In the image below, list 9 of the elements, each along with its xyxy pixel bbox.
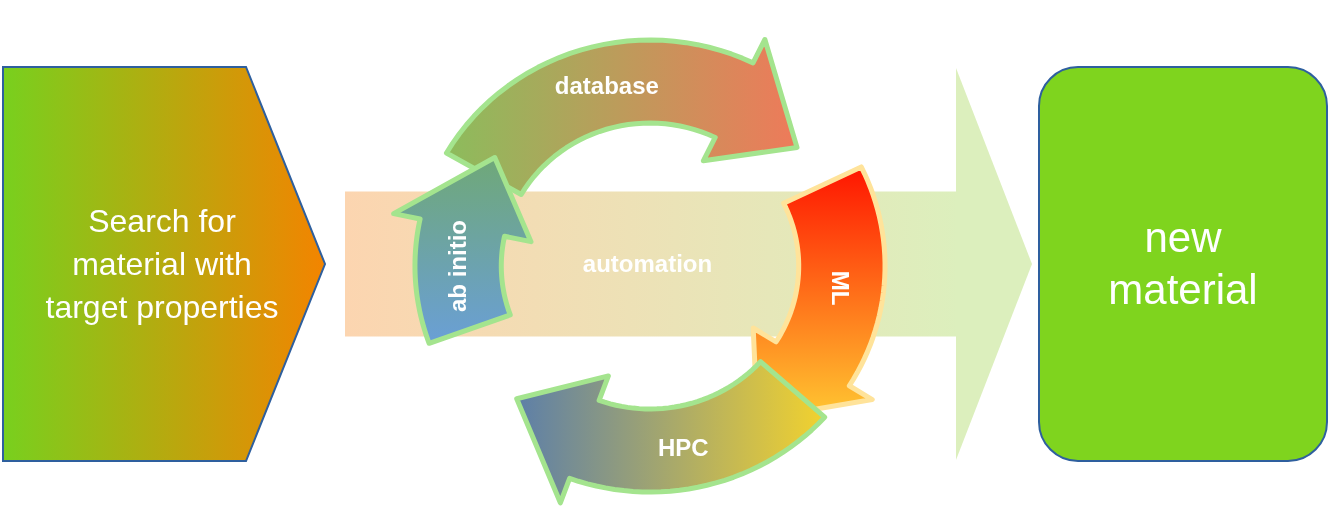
node-label: Search for material with target properties [44,201,280,327]
arrow-label: database [554,72,659,101]
result-box [1038,66,1328,462]
wide-arrow [345,68,1032,460]
node-label: new material [1107,213,1259,315]
arrow-label: ML [826,271,855,306]
arrow-label: ab initio [444,220,473,312]
edge-label: automation [582,250,713,278]
arrow-label: HPC [658,433,709,462]
